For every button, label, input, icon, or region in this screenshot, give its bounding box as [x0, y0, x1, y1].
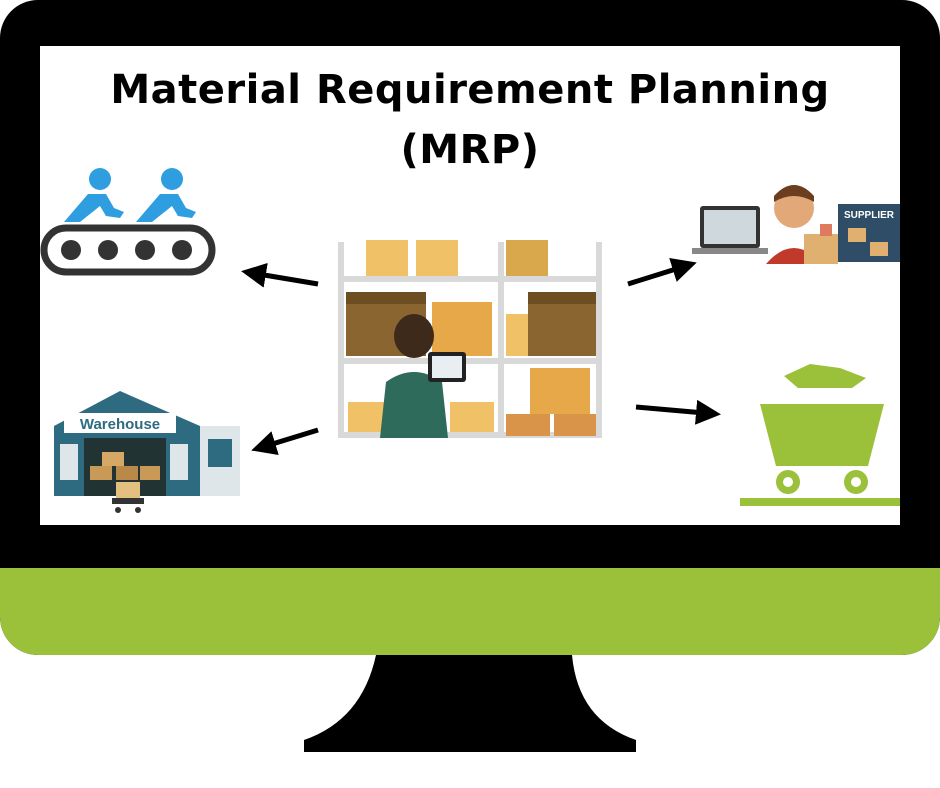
diagram-canvas: Warehouse: [40, 168, 900, 513]
inventory-shelves-icon: [338, 240, 602, 438]
arrow-to-warehouse: [251, 427, 319, 456]
arrow-to-assembly: [241, 262, 319, 288]
monitor-frame: Material Requirement Planning (MRP): [0, 0, 940, 655]
arrow-to-cart: [635, 399, 721, 425]
warehouse-icon: Warehouse: [54, 391, 240, 513]
supplier-label: SUPPLIER: [844, 210, 895, 221]
title-line-1: Material Requirement Planning: [110, 67, 830, 113]
page-title: Material Requirement Planning (MRP): [40, 60, 900, 180]
online-supplier-icon: SUPPLIER: [692, 185, 900, 264]
material-cart-icon: [740, 364, 900, 506]
arrow-to-supplier: [627, 258, 697, 287]
title-line-2: (MRP): [400, 127, 540, 173]
monitor-chin: [0, 568, 940, 655]
warehouse-label: Warehouse: [80, 416, 160, 433]
assembly-line-icon: [40, 168, 216, 276]
monitor-screen: Material Requirement Planning (MRP): [40, 46, 900, 525]
